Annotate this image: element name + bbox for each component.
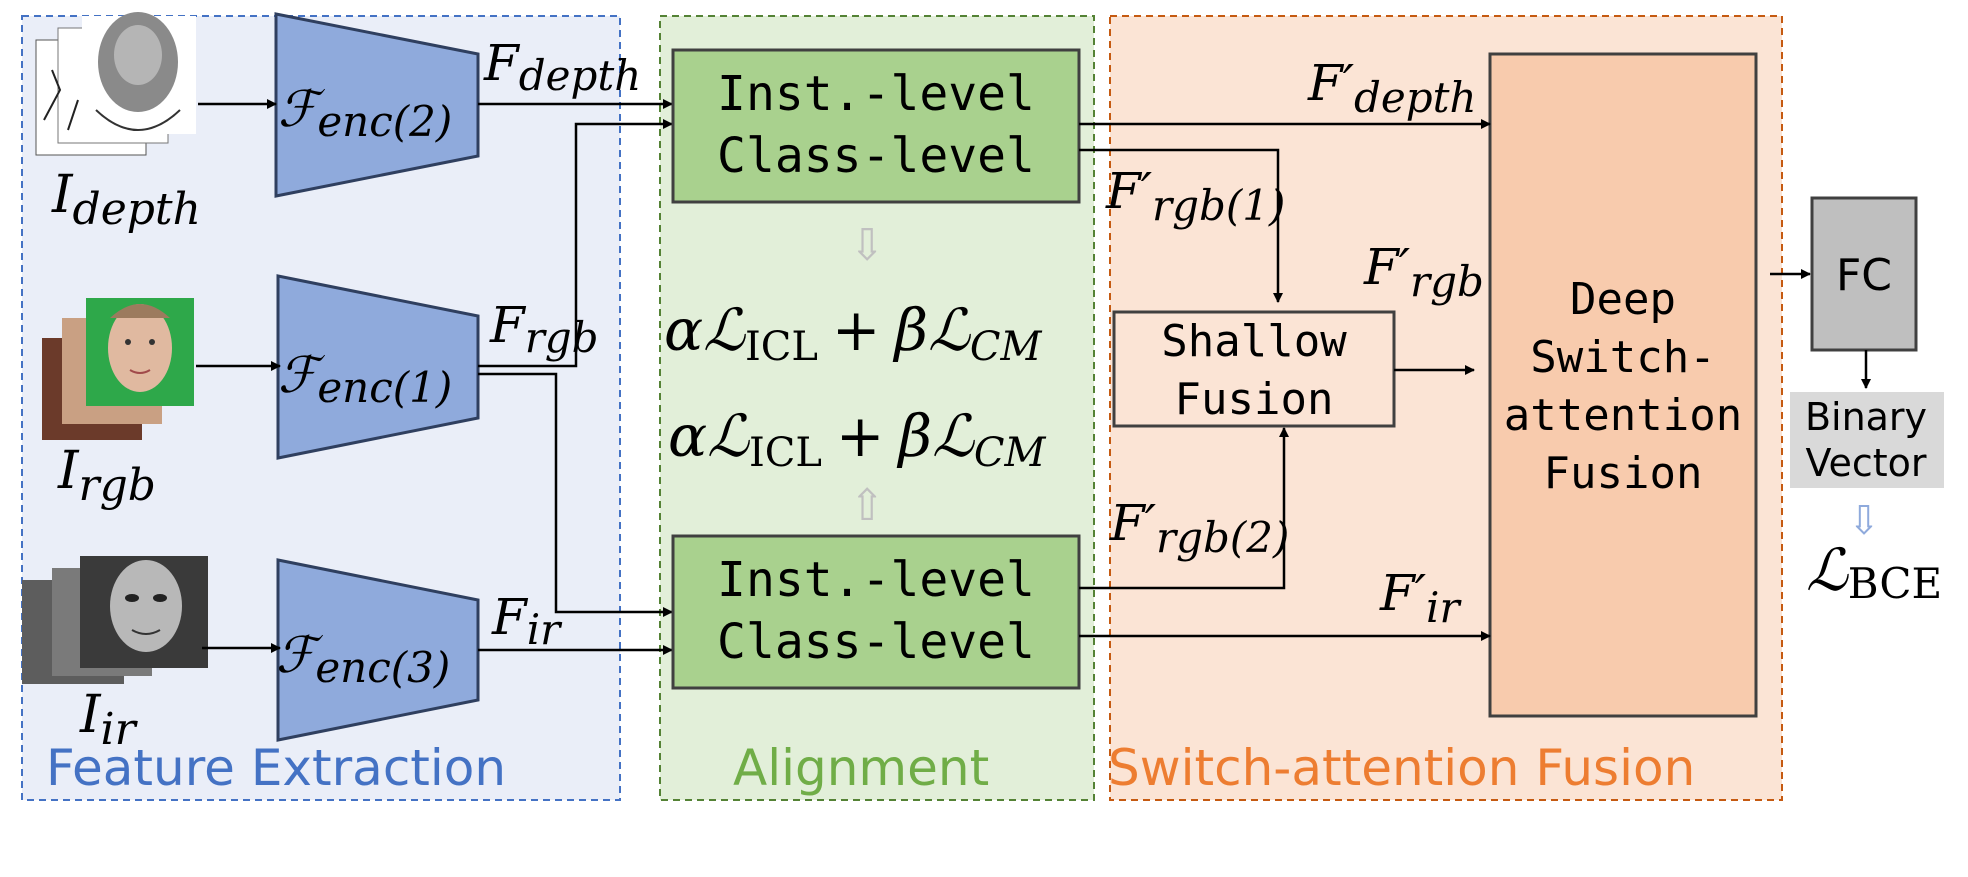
alignment-box-top: [671, 48, 1081, 204]
deep-fusion-line2: Switch-: [1530, 332, 1715, 383]
fc-label: FC: [1836, 250, 1892, 301]
input-ir-label: Iir: [79, 685, 139, 755]
input-depth-label: Idepth: [51, 165, 201, 235]
bce-loss-label: ℒBCE: [1806, 536, 1942, 608]
output-arrow: ⇩: [1847, 498, 1881, 544]
encoder-depth: [274, 12, 480, 198]
deep-fusion-line4: Fusion: [1544, 448, 1703, 499]
alignment-top-line1: Inst.-level: [717, 66, 1035, 122]
encoder-ir-label: ℱenc(3): [276, 626, 450, 692]
alignment-title: Alignment: [733, 739, 989, 797]
feature-extraction-title: Feature Extraction: [46, 739, 506, 797]
alignment-up-arrow: ⇧: [849, 480, 886, 531]
encoder-rgb: [276, 274, 480, 460]
deep-fusion-line1: Deep: [1570, 274, 1676, 325]
depth-image-stack: [35, 12, 196, 156]
fusion-title: Switch-attention Fusion: [1108, 739, 1695, 797]
alignment-bottom-line2: Class-level: [717, 614, 1035, 670]
arrow-frgb2-to-shallow: [1079, 427, 1289, 590]
binary-vector-line2: Vector: [1805, 441, 1926, 485]
alignment-loss-1: αℒICL+βℒCM: [664, 296, 1042, 370]
deep-fusion-line3: attention: [1504, 390, 1742, 441]
alignment-box-bottom: [671, 534, 1081, 690]
feature-rgb-label: Frgb: [489, 296, 599, 362]
arrow-frgb1-to-shallow: [1079, 148, 1283, 303]
shallow-fusion-line2: Fusion: [1175, 374, 1334, 425]
alignment-bottom-line1: Inst.-level: [717, 552, 1035, 608]
rgb-image-stack: [42, 298, 194, 440]
alignment-down-arrow: ⇩: [849, 220, 886, 271]
input-rgb-label: Irgb: [57, 441, 156, 511]
alignment-top-line2: Class-level: [717, 128, 1035, 184]
binary-vector-line1: Binary: [1805, 395, 1927, 439]
aligned-frgb-label: F′rgb: [1363, 238, 1484, 306]
arrow-frgb-to-top-align: [478, 119, 673, 368]
deep-fusion-box: [1488, 52, 1758, 718]
ir-image-stack: [22, 556, 208, 684]
shallow-fusion-box: [1112, 310, 1396, 428]
encoder-ir: [276, 558, 480, 742]
arrow-frgb-to-bottom-align: [478, 372, 673, 617]
shallow-fusion-line1: Shallow: [1161, 316, 1347, 367]
fc-box: [1810, 196, 1918, 352]
aligned-fdepth-label: F′depth: [1307, 54, 1477, 122]
aligned-frgb1-label: F′rgb(1): [1105, 162, 1285, 230]
aligned-fir-label: F′ir: [1379, 564, 1462, 632]
binary-vector-box: [1790, 392, 1944, 488]
alignment-loss-2: αℒICL+βℒCM: [668, 402, 1046, 476]
aligned-frgb2-label: F′rgb(2): [1109, 494, 1289, 562]
feature-depth-label: Fdepth: [483, 34, 641, 100]
